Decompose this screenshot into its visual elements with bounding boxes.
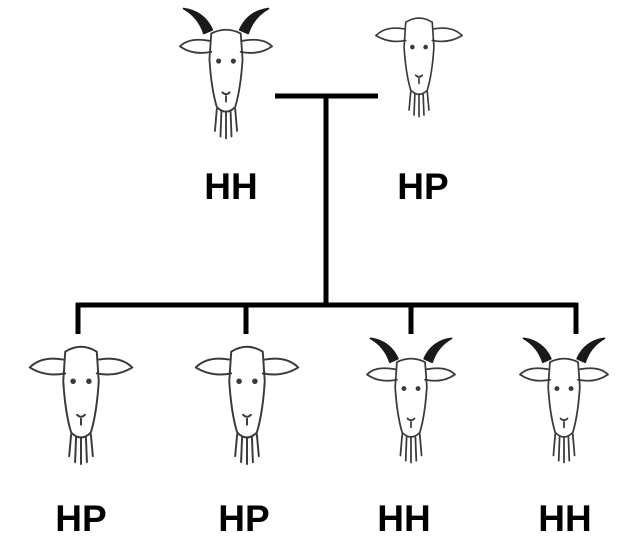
offspring-1-polled-goat-icon <box>12 330 150 468</box>
offspring-4-horned-goat-icon <box>508 334 620 466</box>
offspring-3-genotype-label: HH <box>349 500 459 537</box>
parent-1-genotype-label: HH <box>176 168 286 205</box>
offspring-3-horned-goat-icon <box>355 334 467 466</box>
offspring-2-polled-goat-icon <box>178 330 316 468</box>
parent-1-horned-goat-icon <box>170 4 282 142</box>
parent-2-genotype-label: HP <box>368 168 478 205</box>
parent-2-polled-goat-icon <box>368 4 470 120</box>
offspring-2-genotype-label: HP <box>189 500 299 537</box>
offspring-4-genotype-label: HH <box>510 500 620 537</box>
offspring-1-genotype-label: HP <box>26 500 136 537</box>
